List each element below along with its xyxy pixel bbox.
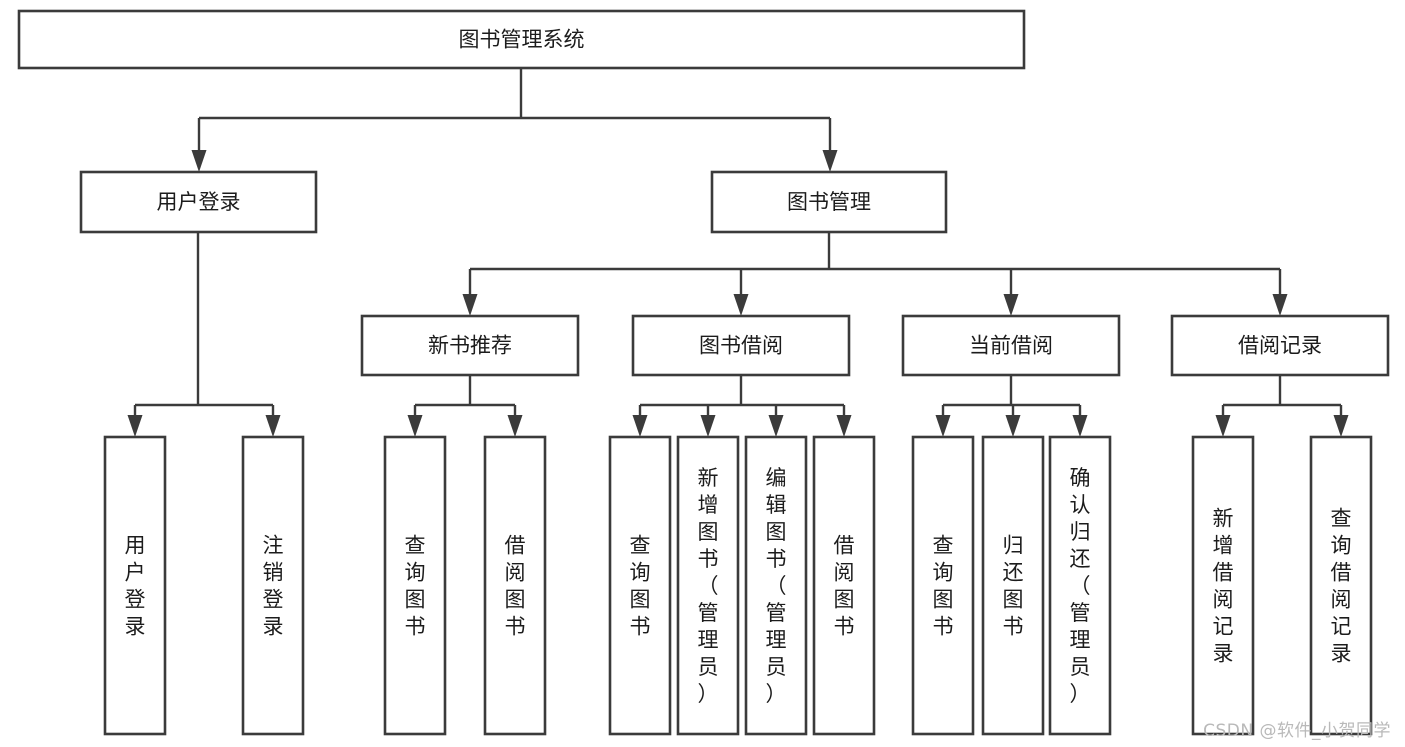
connector-layer	[127, 68, 1349, 437]
connector-book-borrow-to-leaves	[632, 375, 852, 437]
connector-book-management-to-level3	[462, 232, 1288, 316]
node-box[interactable]	[981, 435, 1045, 736]
node-box[interactable]	[676, 435, 740, 736]
node-box[interactable]	[241, 435, 305, 736]
leaf-node-归还图书-9[interactable]: 归还图书	[981, 435, 1045, 736]
connector-current-borrow-to-leaves	[935, 375, 1088, 437]
node-box[interactable]	[360, 314, 580, 377]
leaf-node-查询借阅记录-12[interactable]: 查询借阅记录	[1309, 435, 1373, 736]
node-label: 图书管理系统	[459, 28, 585, 52]
node-label: 借阅图书	[505, 534, 526, 639]
leaf-node-查询图书-4[interactable]: 查询图书	[608, 435, 672, 736]
node-box[interactable]	[631, 314, 851, 377]
leaf-node-用户登录-0[interactable]: 用户登录	[103, 435, 167, 736]
node-label: 图书借阅	[699, 334, 783, 358]
level3-node-图书借阅-1[interactable]: 图书借阅	[631, 314, 851, 377]
node-label: 确认归还（管理员）	[1070, 466, 1091, 706]
node-label: 归还图书	[1003, 534, 1024, 639]
node-box[interactable]	[17, 9, 1026, 70]
connector-borrow-record-to-leaves	[1215, 375, 1349, 437]
level2-node-用户登录-0[interactable]: 用户登录	[79, 170, 318, 234]
node-box[interactable]	[901, 314, 1121, 377]
node-box[interactable]	[1170, 314, 1390, 377]
leaf-node-查询图书-2[interactable]: 查询图书	[383, 435, 447, 736]
connector-root-to-level2	[191, 68, 838, 172]
node-box[interactable]	[812, 435, 876, 736]
node-box[interactable]	[1191, 435, 1255, 736]
node-label: 编辑图书（管理员）	[766, 466, 787, 706]
node-box[interactable]	[79, 170, 318, 234]
root-node-图书管理系统-0[interactable]: 图书管理系统	[17, 9, 1026, 70]
csdn-watermark: CSDN @软件_小贺同学	[1203, 721, 1391, 741]
node-label: 查询图书	[630, 534, 651, 639]
node-box[interactable]	[1309, 435, 1373, 736]
node-label: 新书推荐	[428, 334, 512, 358]
node-label: 查询图书	[405, 534, 426, 639]
node-label: 注销登录	[263, 534, 284, 639]
connector-new-book-to-leaves	[407, 375, 523, 437]
leaf-node-确认归还管理员-10[interactable]: 确认归还（管理员）	[1048, 435, 1112, 736]
leaf-node-新增借阅记录-11[interactable]: 新增借阅记录	[1191, 435, 1255, 736]
leaf-node-借阅图书-3[interactable]: 借阅图书	[483, 435, 547, 736]
node-label: 图书管理	[787, 190, 871, 214]
level3-node-新书推荐-0[interactable]: 新书推荐	[360, 314, 580, 377]
node-label: 借阅记录	[1238, 334, 1322, 358]
node-box[interactable]	[383, 435, 447, 736]
leaf-node-注销登录-1[interactable]: 注销登录	[241, 435, 305, 736]
leaf-node-查询图书-8[interactable]: 查询图书	[911, 435, 975, 736]
node-layer: 图书管理系统用户登录图书管理新书推荐图书借阅当前借阅借阅记录用户登录注销登录查询…	[17, 9, 1390, 736]
node-label: 用户登录	[157, 190, 241, 214]
level3-node-借阅记录-3[interactable]: 借阅记录	[1170, 314, 1390, 377]
node-box[interactable]	[608, 435, 672, 736]
node-box[interactable]	[911, 435, 975, 736]
node-label: 借阅图书	[834, 534, 855, 639]
node-label: 查询图书	[933, 534, 954, 639]
node-label: 当前借阅	[969, 334, 1053, 358]
node-box[interactable]	[710, 170, 948, 234]
node-box[interactable]	[103, 435, 167, 736]
leaf-node-编辑图书管理员-6[interactable]: 编辑图书（管理员）	[744, 435, 808, 736]
node-box[interactable]	[744, 435, 808, 736]
node-label: 用户登录	[125, 534, 146, 639]
level2-node-图书管理-1[interactable]: 图书管理	[710, 170, 948, 234]
node-label: 查询借阅记录	[1331, 507, 1352, 666]
leaf-node-新增图书管理员-5[interactable]: 新增图书（管理员）	[676, 435, 740, 736]
connector-user-login-to-leaves	[127, 232, 281, 437]
node-box[interactable]	[1048, 435, 1112, 736]
node-label: 新增借阅记录	[1213, 507, 1234, 666]
level3-node-当前借阅-2[interactable]: 当前借阅	[901, 314, 1121, 377]
leaf-node-借阅图书-7[interactable]: 借阅图书	[812, 435, 876, 736]
node-label: 新增图书（管理员）	[698, 466, 719, 706]
node-box[interactable]	[483, 435, 547, 736]
